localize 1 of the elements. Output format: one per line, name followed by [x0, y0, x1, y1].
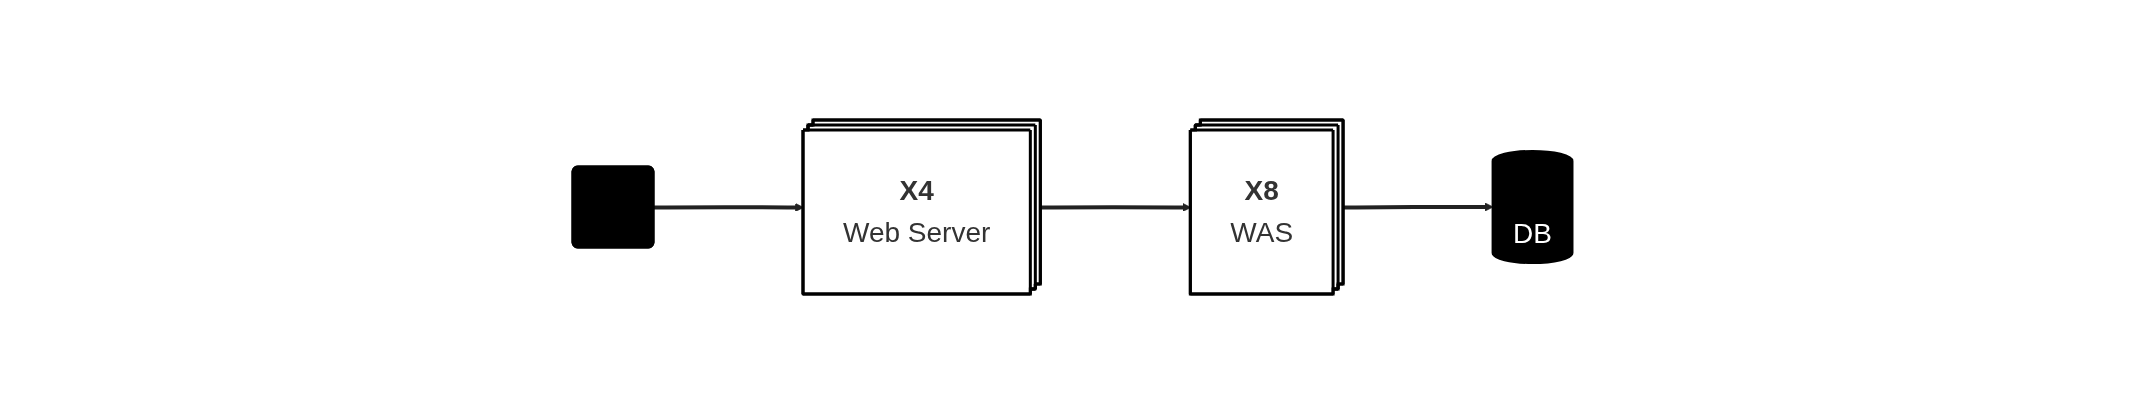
- arrow: [1343, 202, 1493, 212]
